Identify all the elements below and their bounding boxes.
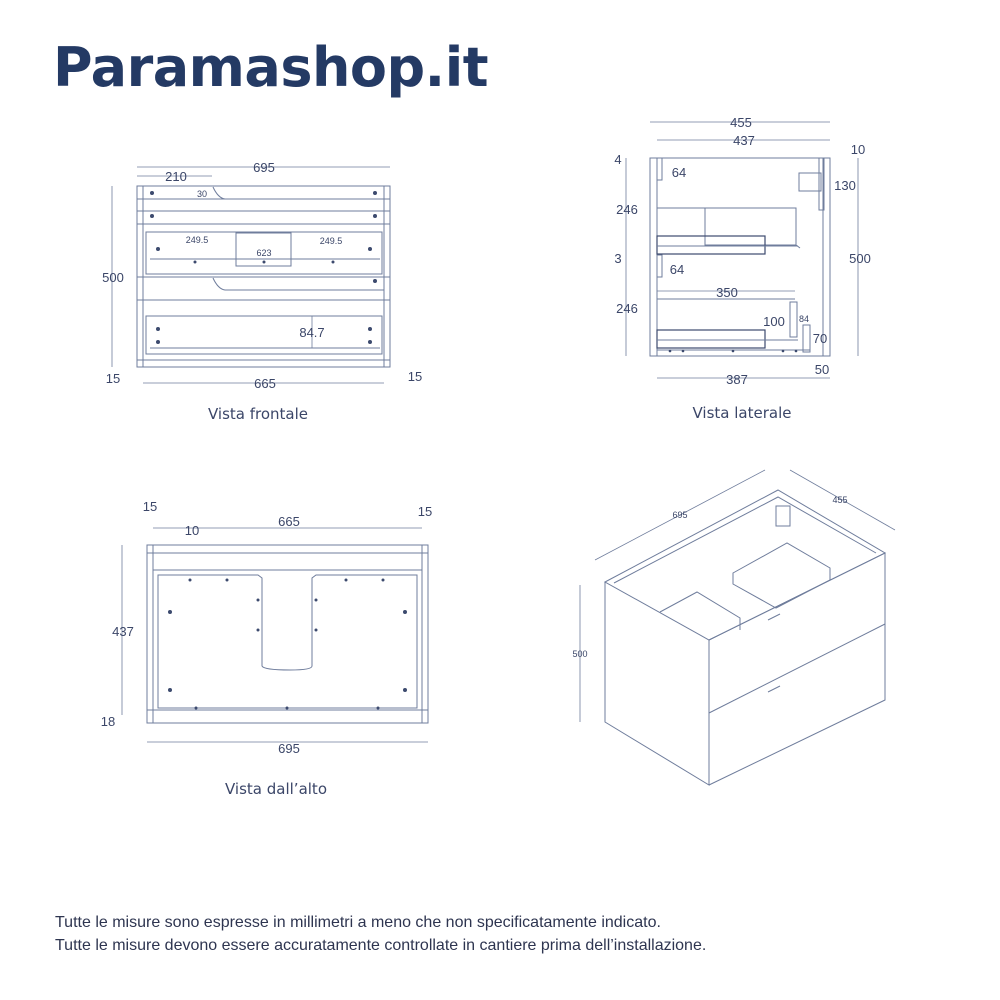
- dim-label: 10: [851, 142, 865, 157]
- dim-label: 15: [106, 371, 120, 386]
- dim-label: 15: [143, 499, 157, 514]
- dim-label: 350: [716, 285, 738, 300]
- brand-logo: Paramashop.it: [53, 36, 489, 99]
- dim-label: 70: [813, 331, 827, 346]
- dim-label: 695: [672, 510, 687, 520]
- dim-label: 64: [672, 165, 686, 180]
- dim-label: 437: [112, 624, 134, 639]
- footer-line: Tutte le misure sono espresse in millime…: [55, 914, 661, 931]
- dim-label: 130: [834, 178, 856, 193]
- footer-notes: Tutte le misure sono espresse in millime…: [55, 911, 706, 957]
- dim-label: 100: [763, 314, 785, 329]
- dim-label: 30: [197, 189, 207, 199]
- front-view: 695 210 30 500 249.5 623 249.5 84.7 15 6…: [102, 160, 422, 423]
- dim-label: 387: [726, 372, 748, 387]
- dim-label: 500: [102, 270, 124, 285]
- dim-label: 665: [254, 376, 276, 391]
- dim-label: 695: [253, 160, 275, 175]
- dim-label: 18: [101, 714, 115, 729]
- dim-label: 246: [616, 202, 638, 217]
- caption-front: Vista frontale: [208, 405, 308, 423]
- dim-label: 64: [670, 262, 684, 277]
- dim-label: 84: [799, 314, 809, 324]
- dim-label: 623: [256, 248, 271, 258]
- dim-label: 500: [849, 251, 871, 266]
- dim-label: 15: [418, 504, 432, 519]
- dim-label: 246: [616, 301, 638, 316]
- dim-label: 455: [832, 495, 847, 505]
- side-view: 455 437 10 4 64 130 246 500 3 64 350 246…: [614, 115, 870, 422]
- caption-side: Vista laterale: [693, 404, 792, 422]
- dim-label: 249.5: [186, 235, 209, 245]
- dim-label: 249.5: [320, 236, 343, 246]
- dim-label: 455: [730, 115, 752, 130]
- dim-label: 50: [815, 362, 829, 377]
- dim-label: 665: [278, 514, 300, 529]
- dim-label: 4: [614, 152, 621, 167]
- dim-label: 437: [733, 133, 755, 148]
- caption-top: Vista dall’alto: [225, 780, 327, 798]
- dim-label: 15: [408, 369, 422, 384]
- dim-label: 10: [185, 523, 199, 538]
- dim-label: 500: [572, 649, 587, 659]
- top-view: 15 665 15 10 437 18 695 Vista dall’alto: [101, 499, 432, 798]
- dim-label: 695: [278, 741, 300, 756]
- dim-label: 210: [165, 169, 187, 184]
- isometric-view: 695 455 500: [572, 469, 896, 786]
- dim-label: 3: [614, 251, 621, 266]
- dim-label: 84.7: [299, 325, 324, 340]
- footer-line: Tutte le misure devono essere accuratame…: [55, 937, 707, 954]
